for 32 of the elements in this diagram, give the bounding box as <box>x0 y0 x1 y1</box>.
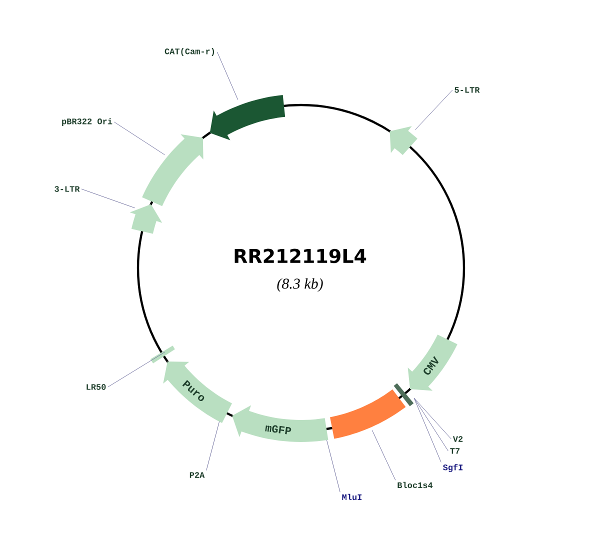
leader-line <box>206 421 220 471</box>
feature-label: Bloc1s4 <box>398 482 433 488</box>
feature-label: MluI <box>342 494 362 500</box>
feature-label: CAT(Cam-r) <box>164 48 214 56</box>
feature-label: LR50 <box>86 384 106 390</box>
plasmid-feature: mGFP <box>232 405 328 442</box>
feature-label: T7 <box>450 448 460 454</box>
plasmid-feature <box>142 134 204 206</box>
leader-line <box>414 398 442 462</box>
leader-line <box>414 398 452 440</box>
feature-label: P2A <box>190 472 205 478</box>
plasmid-name: RR212119L4 <box>234 248 366 264</box>
leader-line <box>414 398 448 452</box>
leader-line <box>81 188 136 208</box>
feature-block <box>330 389 406 439</box>
plasmid-feature <box>390 126 418 156</box>
feature-label: V2 <box>452 436 463 442</box>
leader-line <box>108 352 166 388</box>
feature-label: 3-LTR <box>54 186 80 192</box>
plasmid-feature <box>130 204 162 234</box>
leader-line <box>326 440 340 492</box>
leader-line <box>216 52 238 100</box>
leader-line <box>414 90 453 130</box>
plasmid-feature <box>210 94 286 140</box>
plasmid-size: (8.3 kb) <box>277 278 323 292</box>
feature-label: 5-LTR <box>454 87 480 93</box>
feature-label: SgfI <box>442 464 463 472</box>
leader-line <box>372 430 396 480</box>
leader-line <box>114 122 166 156</box>
site-tick <box>394 383 414 406</box>
site-tick <box>150 346 175 364</box>
feature-label: pBR322 Ori <box>62 118 112 126</box>
